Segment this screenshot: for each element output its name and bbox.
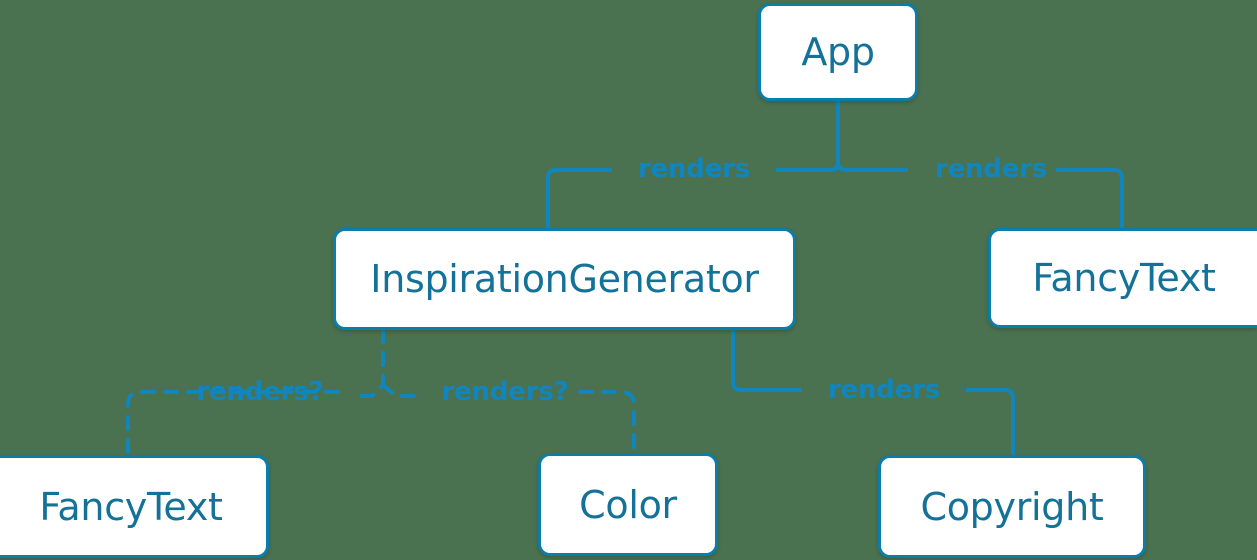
node-fancytext-bottom-left[interactable]: FancyText: [0, 455, 269, 558]
edge-label-inspirationgenerator-to-fancytext: renders?: [196, 377, 324, 407]
node-fancytext-bottom-left-label: FancyText: [39, 484, 223, 529]
edge-inspirationgenerator-to-color-dashed: [381, 383, 416, 398]
edge-dashed-left-run: [126, 390, 340, 457]
node-inspirationgenerator-label: InspirationGenerator: [370, 257, 759, 301]
node-fancytext-right-label: FancyText: [1032, 256, 1216, 300]
edge-inspirationgenerator-to-fancytext-dashed: [350, 328, 385, 398]
edge-inspirationgenerator-to-copyright-tail: [966, 388, 1015, 457]
node-color-label: Color: [579, 482, 677, 527]
node-app-label: App: [801, 30, 875, 74]
edge-label-inspirationgenerator-to-color: renders?: [441, 377, 569, 407]
node-fancytext-right[interactable]: FancyText: [988, 228, 1257, 328]
edge-label-inspirationgenerator-to-copyright: renders: [827, 375, 941, 405]
node-inspirationgenerator[interactable]: InspirationGenerator: [333, 228, 796, 330]
edge-dashed-right-run: [578, 390, 636, 455]
node-color[interactable]: Color: [538, 453, 718, 556]
edge-label-app-to-fancytext: renders: [934, 154, 1048, 184]
node-app[interactable]: App: [758, 3, 918, 101]
edge-app-stem: [776, 101, 840, 172]
node-copyright-label: Copyright: [920, 484, 1104, 529]
edge-inspirationgenerator-to-copyright: [731, 330, 802, 392]
node-copyright[interactable]: Copyright: [878, 455, 1146, 558]
edge-label-app-to-inspirationgenerator: renders: [637, 154, 751, 184]
edge-app-to-fancytext-right: [1056, 168, 1124, 228]
edge-app-to-inspirationgenerator: [546, 168, 612, 228]
edge-app-stem-right: [836, 101, 908, 172]
